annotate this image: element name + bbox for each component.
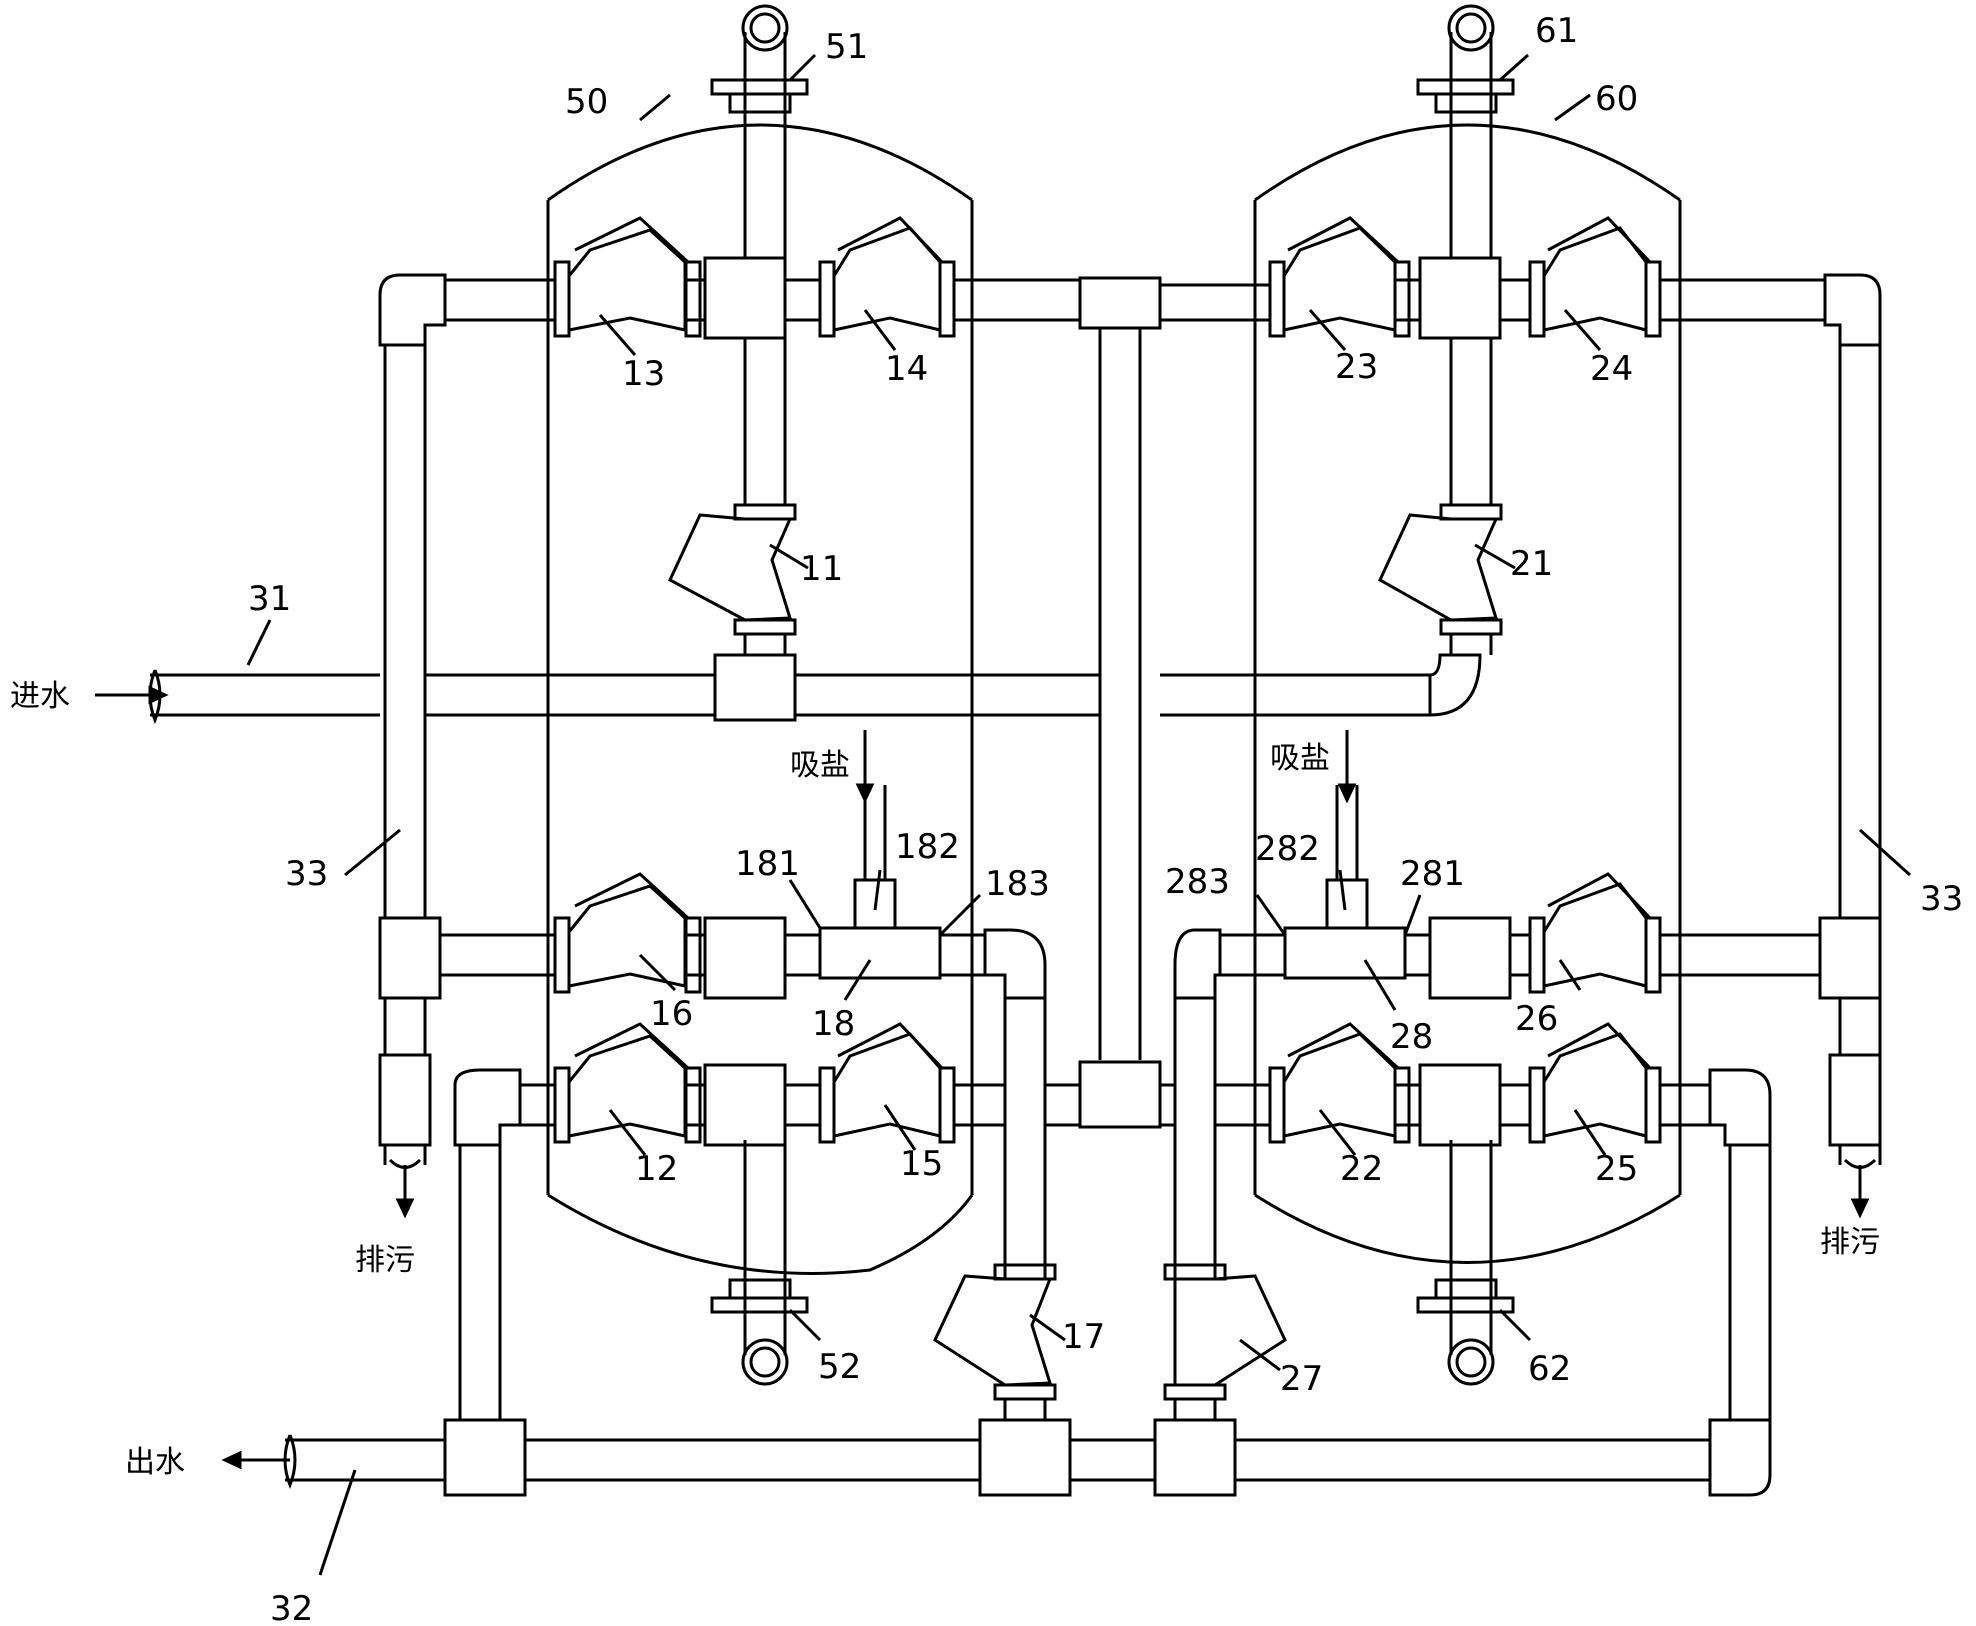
tank-60 [1253,78,1682,1314]
outlet-pipe-32 [283,1418,1772,1497]
top-header-pipes [378,256,1882,347]
label-21: 21 [1510,544,1553,584]
labels: 50 51 60 61 13 14 23 24 11 21 31 进水 吸盐 吸… [10,11,1963,1626]
label-51: 51 [825,27,868,67]
leader-lines [246,53,1912,1576]
valve-13 [553,216,702,338]
valve-26 [1528,872,1662,994]
central-riser-pipes [741,4,1495,1386]
inlet-pipe-31 [148,653,1482,725]
valve-11 [668,503,797,655]
central-vertical-pipe [1098,328,1142,1060]
label-11: 11 [800,549,843,589]
label-drain-right: 排污 [1820,1225,1880,1260]
middle-row-pipes [440,785,1820,1278]
label-inlet: 进水 [10,679,70,714]
label-22: 22 [1340,1149,1383,1189]
label-52: 52 [818,1347,861,1387]
label-181: 181 [735,844,800,884]
left-vertical-pipe-33 [378,345,442,1215]
label-15: 15 [900,1144,943,1184]
label-31: 31 [248,579,291,619]
label-282: 282 [1255,829,1320,869]
valve-24 [1528,216,1662,338]
label-281: 281 [1400,854,1465,894]
label-salt-left: 吸盐 [790,748,850,783]
label-27: 27 [1280,1359,1323,1399]
valve-12 [553,1022,702,1144]
label-283: 283 [1165,862,1230,902]
label-26: 26 [1515,999,1558,1039]
label-23: 23 [1335,347,1378,387]
label-32: 32 [270,1589,313,1626]
label-16: 16 [650,994,693,1034]
label-25: 25 [1595,1149,1638,1189]
label-182: 182 [895,827,960,867]
valve-27 [1163,1263,1287,1420]
label-24: 24 [1590,349,1633,389]
label-62: 62 [1528,1349,1571,1389]
valve-22 [1268,1022,1411,1144]
label-18: 18 [812,1004,855,1044]
right-vertical-pipe-33 [1818,345,1882,1215]
flow-arrows [95,685,1870,1470]
valve-23 [1268,216,1411,338]
valve-17 [933,1263,1057,1420]
label-13: 13 [622,354,665,394]
valve-16 [553,872,702,994]
label-drain-left: 排污 [355,1243,415,1278]
label-28: 28 [1390,1017,1433,1057]
label-14: 14 [885,349,928,389]
label-outlet: 出水 [125,1445,185,1480]
label-17: 17 [1062,1317,1105,1357]
label-50: 50 [565,82,608,122]
label-60: 60 [1595,79,1638,119]
valve-14 [818,216,956,338]
valve-25 [1528,1022,1662,1144]
label-salt-right: 吸盐 [1270,741,1330,776]
tank-50 [546,78,974,1314]
label-12: 12 [635,1149,678,1189]
valve-15 [818,1022,956,1144]
label-33-right: 33 [1920,879,1963,919]
label-183: 183 [985,864,1050,904]
label-33-left: 33 [285,854,328,894]
label-61: 61 [1535,11,1578,51]
valve-21 [1378,503,1503,655]
lower-row-pipes [453,1060,1772,1420]
